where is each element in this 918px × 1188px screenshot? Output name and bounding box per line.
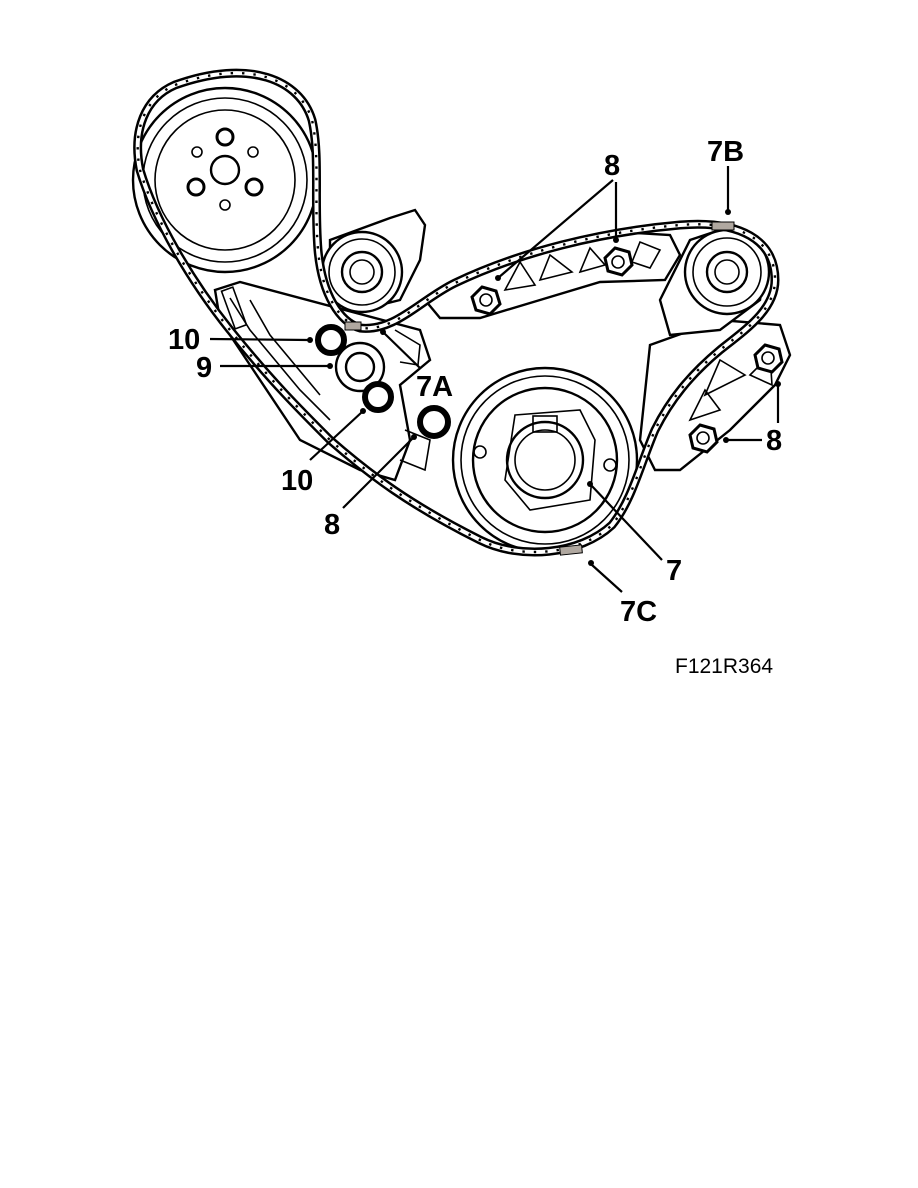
callout-7: 7 (666, 555, 682, 587)
callout-10-upper: 10 (168, 324, 200, 356)
callout-9: 9 (196, 352, 212, 384)
timing-chain (133, 68, 780, 557)
callout-8-top: 8 (604, 150, 620, 182)
hex-bolt-icon (470, 285, 502, 316)
large-pulley (131, 86, 319, 274)
callout-7c: 7C (620, 596, 657, 628)
hex-bolt-icon (603, 246, 634, 277)
leader-lines (209, 166, 781, 593)
callout-10-lower: 10 (281, 465, 313, 497)
chain-guide-rail-left (213, 280, 432, 482)
idler-lower (362, 381, 394, 413)
callout-7a: 7A (416, 371, 453, 403)
callout-8-right: 8 (766, 425, 782, 457)
callout-8-lower: 8 (324, 509, 340, 541)
callout-7b: 7B (707, 136, 744, 168)
crankshaft-sprocket (451, 366, 639, 554)
figure-reference: F121R364 (675, 655, 773, 678)
guide-bolt-lower-left (417, 405, 451, 439)
camshaft-sprocket-left (320, 208, 427, 314)
hex-bolt-icon (688, 423, 719, 454)
hex-bolt-icon (753, 343, 784, 374)
idler-upper (315, 324, 347, 356)
camshaft-sprocket-right (658, 228, 771, 337)
tensioner-roller (334, 341, 386, 393)
